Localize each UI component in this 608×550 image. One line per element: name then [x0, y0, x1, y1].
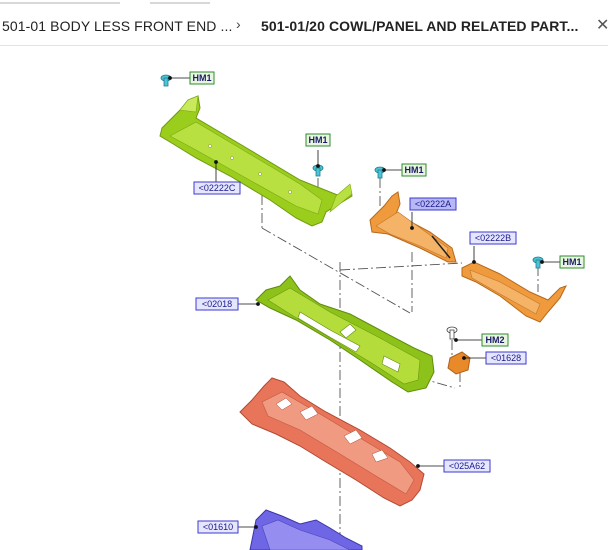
svg-text:<01610: <01610 — [203, 522, 233, 532]
svg-text:HM1: HM1 — [404, 165, 423, 175]
assembly-lines — [261, 178, 539, 550]
breadcrumb-parent-link[interactable]: 501-01 BODY LESS FRONT END ... — [2, 18, 233, 34]
callout-part-01628[interactable]: <01628 — [485, 351, 527, 365]
callout-part-02222C[interactable]: <02222C — [193, 181, 241, 195]
breadcrumb: 501-01 BODY LESS FRONT END ... › 501-01/… — [0, 0, 608, 46]
panel-blue[interactable] — [249, 509, 363, 550]
svg-text:<02222B: <02222B — [475, 233, 511, 243]
callout-part-01610[interactable]: <01610 — [197, 520, 239, 534]
bracket-orange-small[interactable] — [447, 351, 471, 375]
svg-text:<01628: <01628 — [491, 353, 521, 363]
svg-text:HM1: HM1 — [562, 257, 581, 267]
breadcrumb-scroll-hint — [0, 2, 120, 4]
svg-text:<025A62: <025A62 — [449, 461, 485, 471]
breadcrumb-scroll-hint — [150, 2, 210, 4]
svg-text:HM2: HM2 — [485, 335, 504, 345]
svg-text:HM1: HM1 — [308, 135, 327, 145]
close-icon[interactable]: ✕ — [596, 17, 608, 34]
cowl-panel-green[interactable] — [255, 275, 435, 393]
svg-text:HM1: HM1 — [192, 73, 211, 83]
svg-text:<02222A: <02222A — [415, 199, 451, 209]
callout-hm1-b[interactable]: HM1 — [305, 133, 331, 147]
svg-text:<02222C: <02222C — [199, 183, 236, 193]
svg-text:<02018: <02018 — [202, 299, 232, 309]
callout-part-02222A[interactable]: <02222A — [409, 197, 457, 211]
parts-diagram: HM1 HM1 HM1 HM1 HM2 <02222C <02222A <022… — [159, 71, 585, 550]
callout-part-02018[interactable]: <02018 — [195, 297, 239, 311]
cowl-rail-green[interactable] — [159, 95, 353, 227]
callout-hm1-d[interactable]: HM1 — [559, 255, 585, 269]
callout-part-02222B[interactable]: <02222B — [469, 231, 517, 245]
callout-hm1-a[interactable]: HM1 — [189, 71, 215, 85]
brace-orange-right[interactable] — [461, 261, 567, 323]
breadcrumb-current: 501-01/20 COWL/PANEL AND RELATED PART... — [261, 18, 579, 34]
dash-panel-salmon[interactable] — [239, 377, 425, 507]
callout-hm2[interactable]: HM2 — [481, 333, 509, 347]
leader-lines — [168, 76, 560, 529]
chevron-right-icon: › — [236, 16, 241, 32]
callout-part-025A62[interactable]: <025A62 — [443, 459, 491, 473]
callout-hm1-c[interactable]: HM1 — [401, 163, 427, 177]
